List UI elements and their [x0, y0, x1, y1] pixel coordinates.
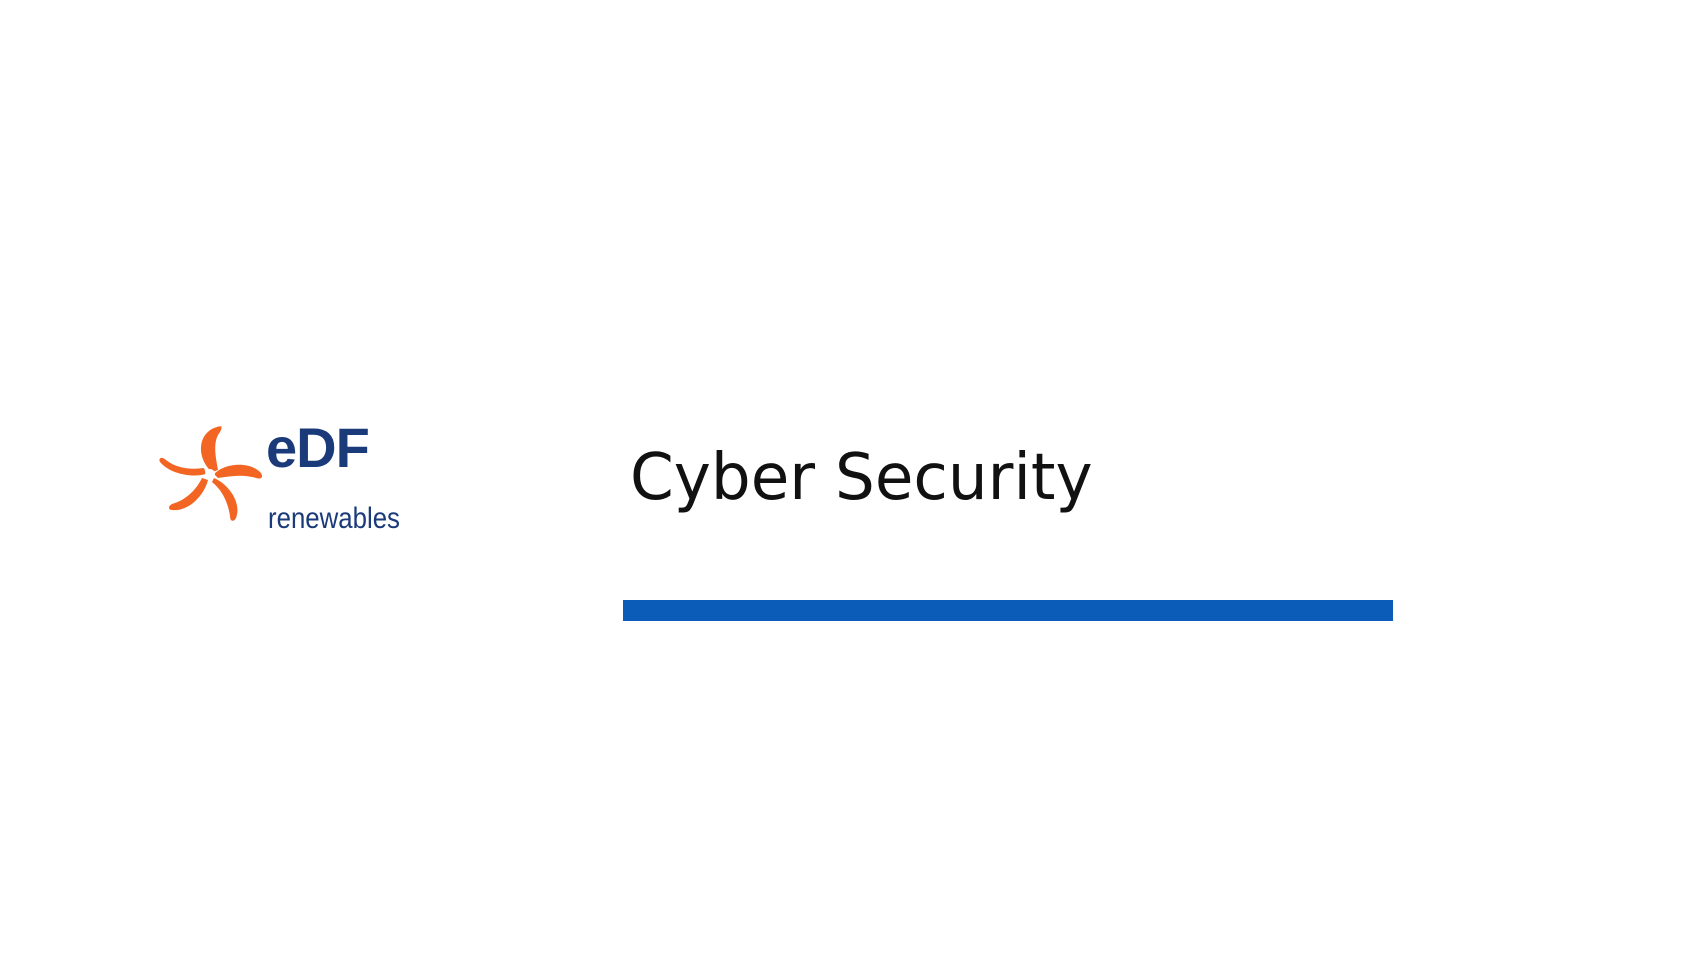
title-underline-bar	[623, 600, 1393, 621]
logo-tagline: renewables	[268, 502, 400, 535]
logo-brand-text: eDF	[266, 416, 370, 479]
edf-flower-icon	[159, 426, 263, 521]
slide-title: Cyber Security	[630, 441, 1093, 515]
edf-renewables-logo: eDF renewables	[158, 420, 438, 545]
